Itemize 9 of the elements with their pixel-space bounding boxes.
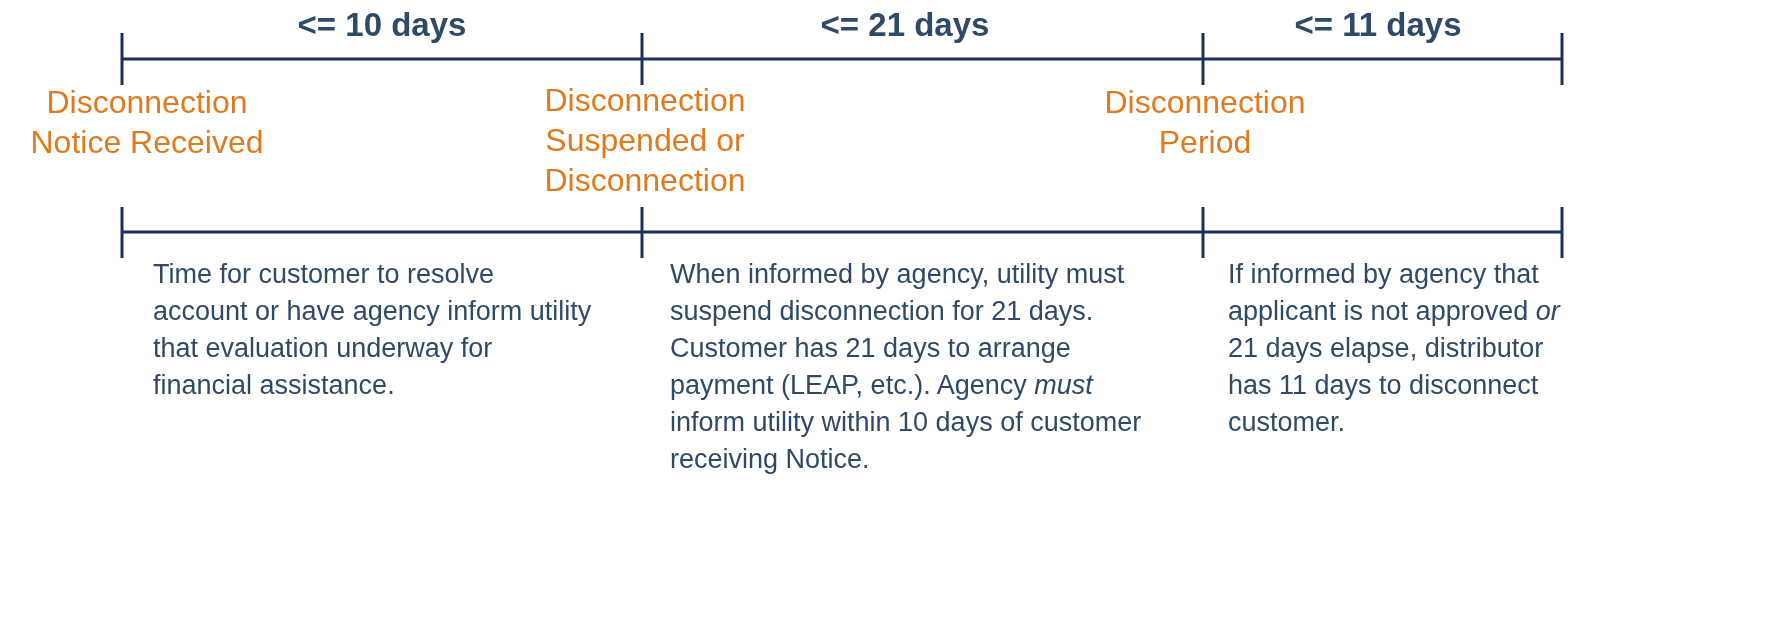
description-text: When informed by agency, utility must suspend disconnection for 21 days. Customer has 21 days to arrange payment (LEAP, etc.). Agency must inform utility within 10 days of customer receiving Notice.	[670, 258, 1143, 476]
description-text: Time for customer to resolve account or have agency inform utility that evaluation underway for financial assistance.	[153, 258, 593, 402]
duration-label: <= 21 days	[819, 6, 991, 44]
milestone-label: Disconnection Period	[1103, 83, 1307, 162]
description-text: If informed by agency that applicant is not approved or 21 days elapse, distributor has 11 days to disconnect customer.	[1228, 258, 1562, 439]
milestone-label: Disconnection Suspended or Disconnection	[543, 81, 747, 200]
duration-label: <= 11 days	[1293, 6, 1463, 44]
duration-label: <= 10 days	[296, 6, 468, 44]
milestone-label: Disconnection Notice Received	[29, 83, 265, 162]
